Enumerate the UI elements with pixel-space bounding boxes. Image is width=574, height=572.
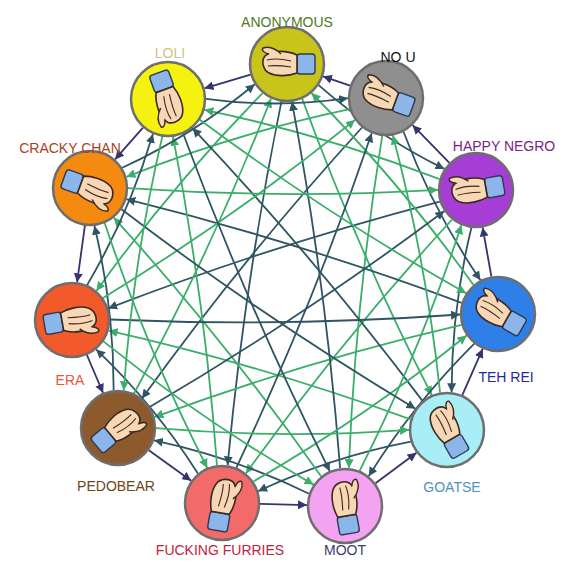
beats-arrow	[124, 137, 163, 391]
hand-gesture	[449, 169, 506, 206]
circle-outline	[185, 466, 259, 540]
beats-arrow	[483, 227, 492, 276]
beats-arrow	[77, 226, 85, 283]
beats-arrow	[183, 134, 330, 471]
meme-label: MOOT	[324, 542, 366, 558]
beats-arrow	[110, 315, 460, 323]
beats-arrow	[260, 504, 307, 505]
meme-circle: PEDOBEAR	[78, 388, 158, 468]
circle-outline	[53, 151, 127, 225]
circle-outline	[439, 153, 513, 227]
meme-circle: FUCKING FURRIES	[182, 463, 262, 543]
hand-disc	[247, 24, 327, 104]
meme-label: ERA	[56, 372, 85, 388]
circle-outline	[131, 62, 205, 136]
meme-label: FUCKING FURRIES	[156, 542, 284, 558]
meme-circle: LOLI	[128, 59, 208, 139]
hand-disc	[458, 274, 538, 354]
hand-gesture	[206, 477, 243, 534]
hand-gesture	[42, 304, 99, 341]
hand-gesture	[89, 403, 148, 459]
hand-gesture	[143, 69, 188, 128]
beats-arrow	[156, 428, 409, 434]
circle-outline	[250, 27, 324, 101]
meme-circle: TEH REI	[458, 274, 538, 354]
hand-disc	[436, 150, 516, 230]
beats-arrow	[376, 453, 417, 484]
hand-disc	[50, 148, 130, 228]
beats-arrow	[103, 120, 355, 298]
beats-arrow	[323, 76, 350, 85]
meme-label: GOATSE	[423, 479, 480, 495]
beats-arrow	[173, 137, 217, 466]
hand-disc	[305, 466, 385, 546]
hand-gesture	[262, 47, 315, 75]
hand-gesture	[425, 400, 476, 460]
meme-circle: ERA	[32, 280, 112, 360]
meme-circle: NO U	[346, 58, 426, 138]
hand-gesture	[329, 479, 366, 536]
meme-circle: MOOT	[305, 466, 385, 546]
beats-arrow	[103, 341, 313, 484]
circle-outline	[35, 283, 109, 357]
beats-arrow	[128, 188, 438, 194]
hand-disc	[182, 463, 262, 543]
circle-outline	[349, 61, 423, 135]
beats-arrow	[200, 120, 466, 294]
beats-arrow	[205, 75, 251, 89]
hand-gesture	[471, 287, 531, 338]
meme-label: HAPPY NEGRO	[453, 138, 555, 154]
beats-arrow	[413, 125, 450, 163]
hand-gesture	[58, 167, 117, 212]
hand-disc	[407, 390, 487, 470]
beats-arrow	[154, 325, 461, 417]
meme-circle: CRACKY CHAN	[50, 148, 130, 228]
beats-arrow	[122, 209, 416, 408]
meme-circle: GOATSE	[407, 390, 487, 470]
beats-arrow	[87, 355, 103, 393]
meme-label: ANONYMOUS	[241, 14, 333, 30]
beats-arrow	[134, 99, 271, 394]
circle-outline	[410, 393, 484, 467]
hand-disc	[346, 58, 426, 138]
meme-label: LOLI	[155, 45, 185, 61]
meme-circle: ANONYMOUS	[247, 24, 327, 104]
circle-outline	[308, 469, 382, 543]
meme-label: NO U	[381, 49, 416, 65]
hand-disc	[32, 280, 112, 360]
beats-arrow	[109, 331, 411, 420]
meme-label: CRACKY CHAN	[19, 140, 121, 156]
meme-circle: HAPPY NEGRO	[436, 150, 516, 230]
circle-outline	[81, 391, 155, 465]
hand-disc	[78, 388, 158, 468]
meme-label: TEH REI	[478, 369, 533, 385]
beats-arrow	[149, 450, 191, 481]
circle-outline	[461, 277, 535, 351]
meme-label: PEDOBEAR	[77, 478, 155, 494]
hand-gesture	[359, 74, 418, 119]
hand-disc	[128, 59, 208, 139]
